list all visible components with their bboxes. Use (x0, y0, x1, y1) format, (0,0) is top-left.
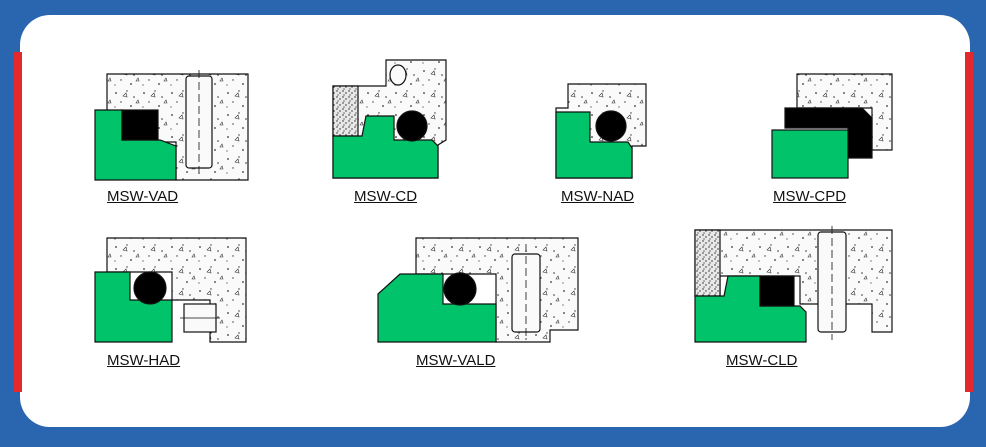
label-msw-had: MSW-HAD (107, 352, 181, 369)
seal-profile-msw-cld (694, 226, 893, 343)
seal-profile-msw-cd (332, 59, 447, 179)
label-msw-cpd: MSW-CPD (773, 188, 847, 205)
seal-profile-msw-cpd (771, 73, 893, 179)
label-msw-nad: MSW-NAD (561, 188, 635, 205)
right-accent-bar (965, 52, 973, 392)
seal-profile-msw-vad (94, 70, 249, 181)
label-msw-cd: MSW-CD (354, 188, 418, 205)
seal-profile-msw-vald (377, 237, 579, 343)
label-msw-vad: MSW-VAD (107, 188, 179, 205)
seal-profile-msw-nad (555, 83, 647, 179)
left-accent-bar (14, 52, 22, 392)
label-msw-cld: MSW-CLD (726, 352, 798, 369)
seal-profile-msw-had (94, 237, 247, 343)
label-msw-vald: MSW-VALD (416, 352, 496, 369)
